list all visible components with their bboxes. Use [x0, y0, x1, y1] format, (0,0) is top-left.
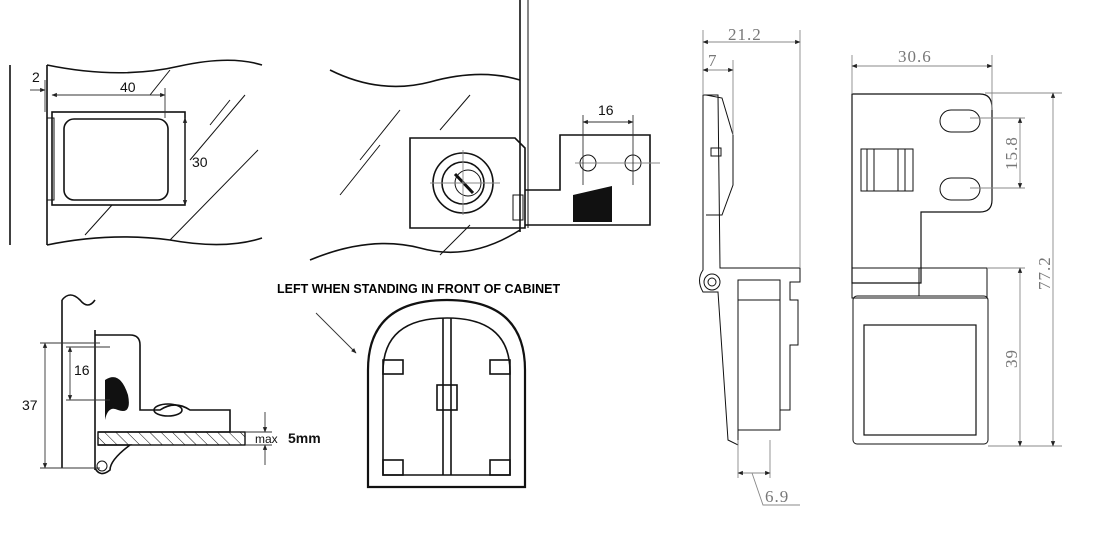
max-label: max: [255, 432, 278, 446]
dim-offset: 7: [708, 51, 718, 70]
dim-height: 77.2: [1035, 256, 1054, 290]
dim-width: 30.6: [898, 47, 932, 66]
max-value: 5mm: [288, 430, 321, 446]
dim-height: 30: [192, 154, 208, 170]
front-view: 30.6 15.8 77.2 39: [851, 47, 1062, 447]
panel-glass-hinge-top: 2 40 30: [9, 59, 263, 246]
dim-inner: 16: [74, 362, 90, 378]
dim-gap: 2: [32, 69, 40, 85]
dim-thickness: 6.9: [765, 487, 789, 506]
orientation-diagram: LEFT WHEN STANDING IN FRONT OF CABINET: [277, 282, 560, 489]
panel-profile-view: 37 16 max 5mm: [22, 294, 321, 475]
dim-depth: 21.2: [728, 25, 762, 44]
dim-slot-spacing: 15.8: [1002, 136, 1021, 170]
dim-screw-spacing: 16: [598, 102, 614, 118]
dim-width: 40: [120, 79, 136, 95]
panel-lock-view: 16: [309, 0, 660, 261]
orientation-label: LEFT WHEN STANDING IN FRONT OF CABINET: [277, 282, 560, 296]
dim-total: 37: [22, 397, 38, 413]
dim-lower: 39: [1002, 349, 1021, 368]
side-view: 21.2 7 6.9: [699, 25, 801, 506]
